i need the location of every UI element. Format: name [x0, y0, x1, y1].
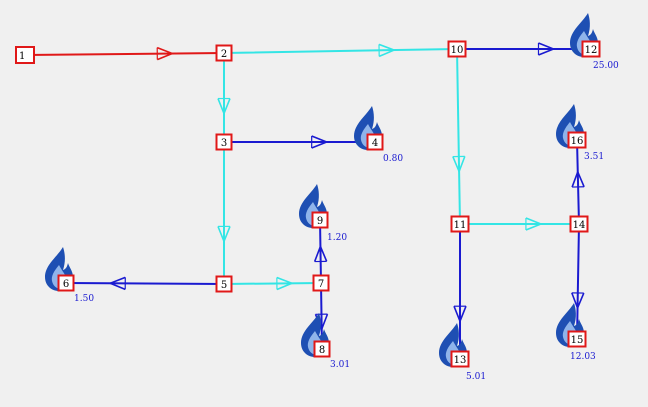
- flow-arrow-icon: [217, 225, 231, 244]
- pipe-10-11[interactable]: [452, 48, 466, 225]
- pipe-14-15[interactable]: [571, 223, 585, 340]
- demand-value-9: 1.20: [327, 233, 347, 243]
- pipe-3-5[interactable]: [217, 141, 231, 285]
- node-label: 3: [221, 138, 227, 149]
- pipe-10-12[interactable]: [456, 42, 592, 56]
- values-layer: 0.80 1.50 3.01 1.20 25.00 5.01 12.03 3.51: [74, 61, 619, 382]
- flow-arrow-icon: [156, 46, 175, 61]
- flow-arrow-icon: [453, 305, 467, 324]
- flow-arrow-icon: [311, 135, 329, 149]
- node-10[interactable]: 10: [447, 40, 467, 58]
- pipe-14-16[interactable]: [571, 139, 585, 225]
- flow-arrow-icon: [108, 276, 126, 291]
- node-label: 2: [221, 49, 227, 60]
- node-15[interactable]: 15: [567, 330, 587, 348]
- node-label: 15: [571, 335, 584, 346]
- node-5[interactable]: 5: [215, 275, 233, 293]
- flow-arrow-icon: [525, 217, 544, 231]
- demand-value-13: 5.01: [466, 372, 486, 382]
- node-label: 7: [318, 279, 324, 290]
- node-6[interactable]: 6: [57, 274, 75, 292]
- node-label: 4: [372, 138, 378, 149]
- demand-value-16: 3.51: [584, 152, 604, 162]
- flow-arrow-icon: [452, 155, 466, 174]
- node-2[interactable]: 2: [215, 44, 233, 62]
- flow-arrow-icon: [378, 43, 397, 58]
- node-8[interactable]: 8: [313, 340, 331, 358]
- flow-arrow-icon: [313, 244, 328, 263]
- node-label: 12: [585, 45, 598, 56]
- node-label: 13: [454, 355, 467, 366]
- pipe-3-4[interactable]: [223, 135, 376, 149]
- demand-value-6: 1.50: [74, 294, 94, 304]
- node-label: 10: [451, 45, 464, 56]
- node-4[interactable]: 4: [366, 133, 384, 151]
- demand-value-12: 25.00: [593, 61, 619, 71]
- flow-arrow-icon: [217, 97, 231, 116]
- node-label: 16: [571, 136, 584, 147]
- demand-value-4: 0.80: [383, 154, 403, 164]
- node-3[interactable]: 3: [215, 133, 233, 151]
- node-12[interactable]: 12: [581, 40, 601, 58]
- node-11[interactable]: 11: [450, 215, 470, 233]
- node-label: 1: [19, 51, 25, 62]
- flow-arrow-icon: [276, 276, 295, 291]
- node-16[interactable]: 16: [567, 131, 587, 149]
- demand-value-8: 3.01: [330, 360, 350, 370]
- pipes-layer: [24, 42, 592, 360]
- node-label: 9: [317, 216, 323, 227]
- node-label: 11: [454, 220, 467, 231]
- node-14[interactable]: 14: [569, 215, 589, 233]
- node-label: 6: [63, 279, 69, 290]
- node-1[interactable]: 1: [15, 46, 35, 64]
- pipe-2-10[interactable]: [223, 43, 458, 58]
- pipe-11-14[interactable]: [459, 217, 580, 231]
- pipe-7-9[interactable]: [313, 219, 328, 284]
- node-label: 14: [573, 220, 586, 231]
- node-13[interactable]: 13: [450, 350, 470, 368]
- node-label: 5: [221, 280, 227, 291]
- demand-value-15: 12.03: [570, 352, 596, 362]
- flow-arrow-icon: [571, 169, 585, 188]
- flow-arrow-icon: [571, 292, 585, 311]
- node-9[interactable]: 9: [311, 211, 329, 229]
- flow-arrow-icon: [537, 42, 556, 56]
- pipe-2-3[interactable]: [217, 52, 231, 143]
- node-7[interactable]: 7: [312, 274, 330, 292]
- pipe-1-2[interactable]: [24, 46, 225, 61]
- pipe-11-13[interactable]: [453, 223, 467, 360]
- pipe-5-7[interactable]: [223, 276, 322, 291]
- node-label: 8: [319, 345, 325, 356]
- pipe-5-6[interactable]: [65, 276, 225, 291]
